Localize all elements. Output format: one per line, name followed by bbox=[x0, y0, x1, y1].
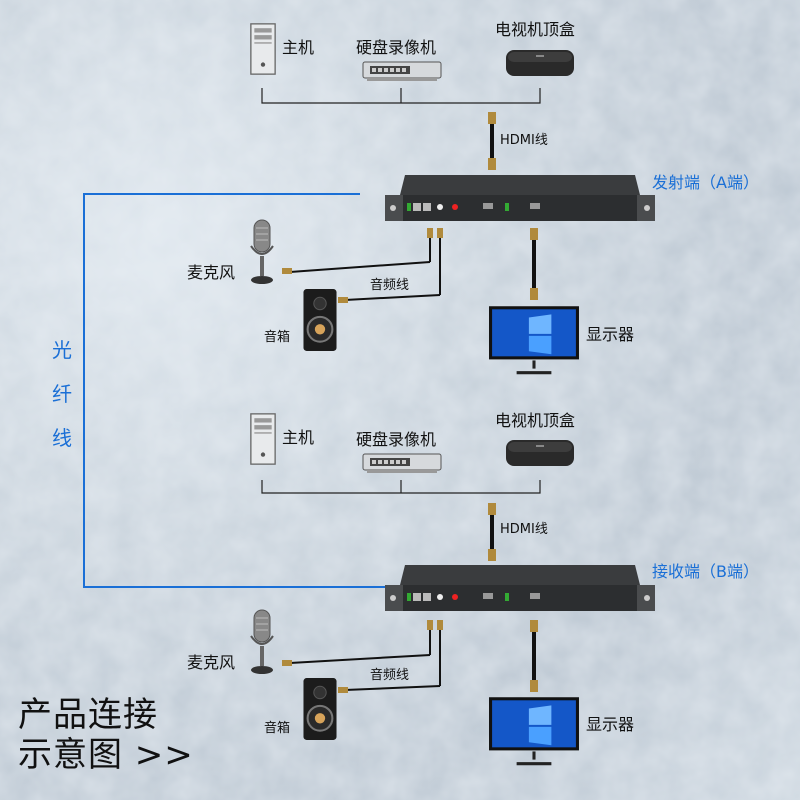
microphone-label: 麦克风 bbox=[187, 653, 236, 672]
stb-label: 电视机顶盒 bbox=[495, 411, 576, 430]
stb-label: 电视机顶盒 bbox=[495, 20, 576, 39]
audio-cable-label: 音频线 bbox=[370, 278, 410, 293]
fiber-label-char: 线 bbox=[52, 426, 72, 450]
monitor-label: 显示器 bbox=[586, 715, 635, 734]
transmitter-label: 发射端（A端） bbox=[652, 173, 759, 192]
host-label: 主机 bbox=[282, 38, 315, 57]
speaker-label: 音箱 bbox=[264, 721, 291, 736]
speaker-label: 音箱 bbox=[264, 330, 291, 345]
hdmi-cable-icon bbox=[488, 112, 496, 170]
audio-cable-icon bbox=[289, 625, 441, 691]
audio-cable-icon bbox=[289, 233, 441, 301]
fiber-label-char: 纤 bbox=[52, 382, 72, 406]
microphone-label: 麦克风 bbox=[187, 263, 236, 282]
dvr-label: 硬盘录像机 bbox=[356, 430, 437, 449]
hdmi-label: HDMI线 bbox=[500, 133, 548, 148]
fiber-line bbox=[83, 193, 400, 588]
audio-cable-label: 音频线 bbox=[370, 668, 410, 683]
dvr-label: 硬盘录像机 bbox=[356, 38, 437, 57]
receiver-label: 接收端（B端） bbox=[652, 562, 759, 581]
hdmi-cable-icon bbox=[488, 503, 496, 561]
fiber-label-char: 光 bbox=[52, 338, 72, 362]
monitor-label: 显示器 bbox=[586, 325, 635, 344]
diagram-title-line1: 产品连接 bbox=[18, 695, 158, 735]
hdmi-label: HDMI线 bbox=[500, 522, 548, 537]
host-label: 主机 bbox=[282, 428, 315, 447]
diagram-title-line2: 示意图 >> bbox=[18, 735, 194, 775]
